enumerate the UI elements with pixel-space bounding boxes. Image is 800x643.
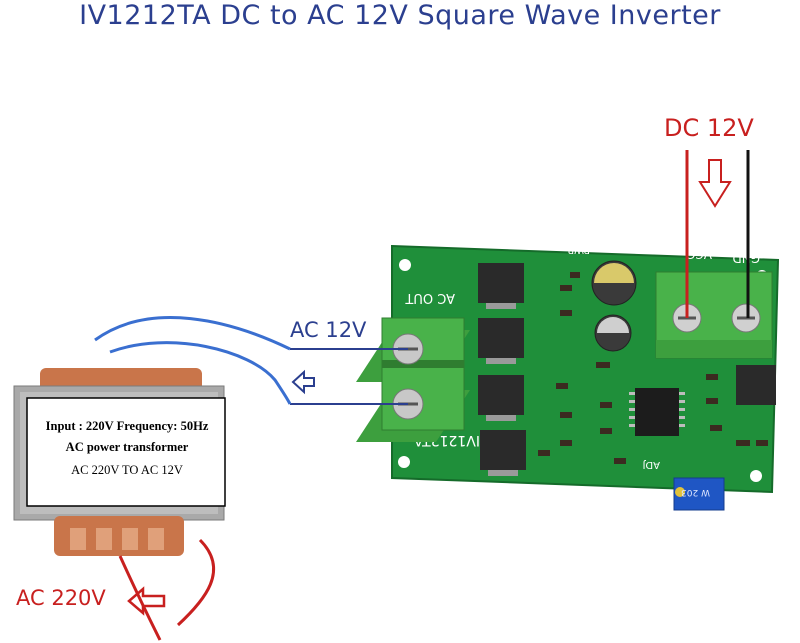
smd-components xyxy=(538,272,768,464)
mosfet xyxy=(478,318,524,364)
plate-type-line: AC power transformer xyxy=(65,440,189,454)
page-title: IV1212TA DC to AC 12V Square Wave Invert… xyxy=(79,0,721,31)
mosfet xyxy=(736,365,776,405)
dc-input-label: DC 12V xyxy=(664,114,754,142)
inverter-board: W 203 AC OUT VCC GND PWR IV1212TA ADJ xyxy=(356,244,780,511)
potentiometer: W 203 xyxy=(673,477,725,511)
left-arrow-icon xyxy=(291,369,315,395)
ac-output-label: AC 12V xyxy=(290,318,367,342)
plate-rating-line: AC 220V TO AC 12V xyxy=(71,463,183,477)
dc-input-terminal-block xyxy=(655,271,773,359)
svg-text:PWR: PWR xyxy=(567,244,590,255)
svg-text:AC OUT: AC OUT xyxy=(405,290,455,305)
ic-chip xyxy=(629,388,685,436)
electrolytic-capacitor xyxy=(591,260,637,306)
svg-text:GND: GND xyxy=(732,251,760,265)
ac-power-transformer xyxy=(13,316,292,641)
mosfet xyxy=(478,263,524,309)
svg-text:ADJ: ADJ xyxy=(643,459,661,470)
svg-text:VCC: VCC xyxy=(687,247,712,261)
left-arrow-icon xyxy=(127,586,166,616)
mosfet xyxy=(478,375,524,421)
mosfet xyxy=(480,430,526,476)
ac-mains-label: AC 220V xyxy=(16,586,106,610)
plate-spec-line: Input : 220V Frequency: 50Hz xyxy=(45,419,209,433)
transformer-label-plate: Input : 220V Frequency: 50Hz AC power tr… xyxy=(33,401,221,504)
ac-out-terminal-block xyxy=(356,317,470,442)
electrolytic-capacitor xyxy=(594,314,632,352)
down-arrow-icon xyxy=(698,159,732,208)
svg-text:W 203: W 203 xyxy=(681,487,710,497)
